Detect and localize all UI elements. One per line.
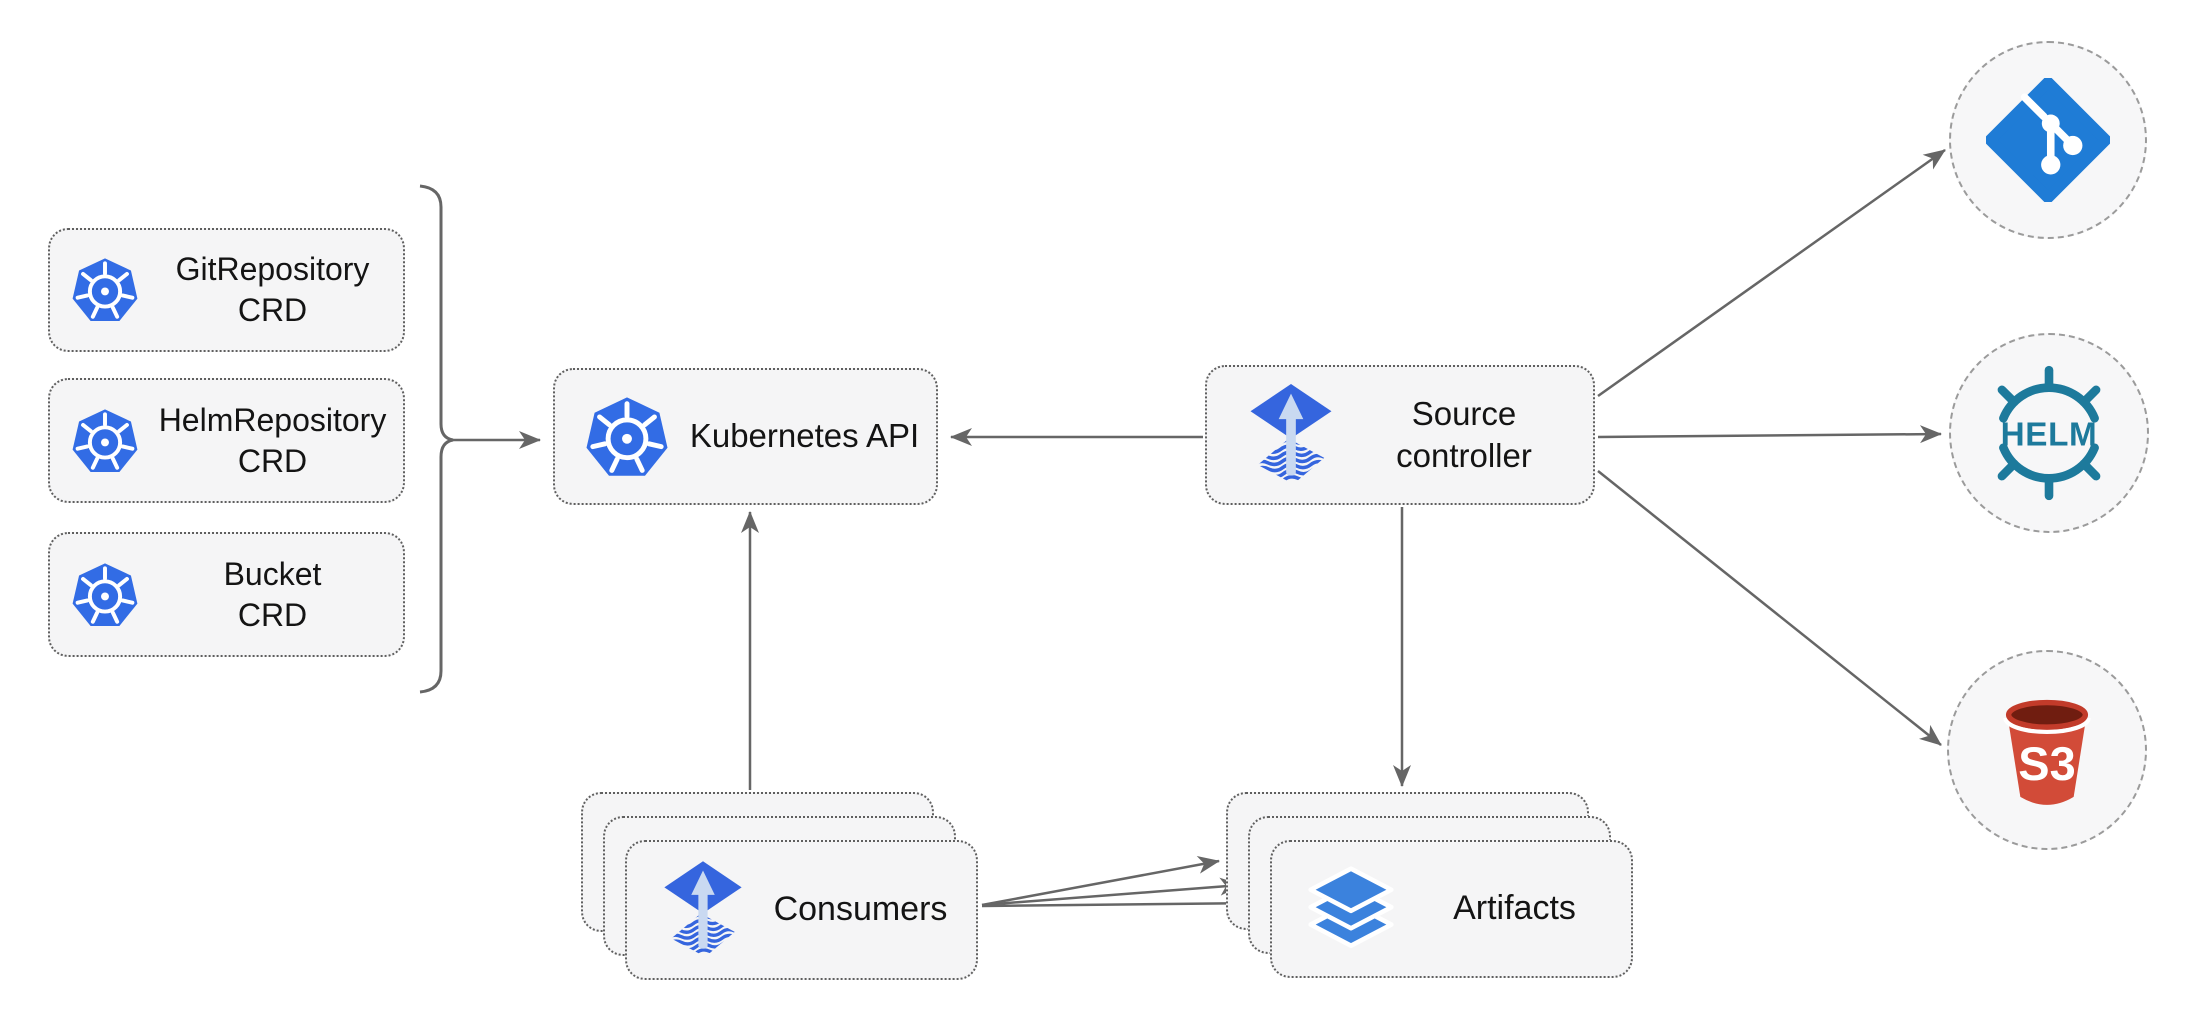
edge-consumers-to-artifacts-back [981, 855, 1220, 907]
crd-group-brace [419, 184, 454, 694]
kubernetes-icon [72, 258, 138, 321]
node-label: Artifacts [1453, 889, 1576, 928]
node-label: HelmRepository CRD [158, 401, 387, 479]
kubernetes-icon [72, 408, 138, 472]
node-label: Bucket CRD [223, 555, 322, 633]
node-git-endpoint [1949, 41, 2147, 239]
node-artifacts: Artifacts [1270, 840, 1633, 978]
flux-icon [664, 861, 742, 958]
node-kubernetes-api: Kubernetes API [553, 368, 938, 505]
edge-source-controller-to-s3 [1597, 470, 1942, 746]
edge-consumers-to-artifacts-front [981, 894, 1263, 913]
kubernetes-icon [586, 396, 668, 476]
helm-icon: HELM [1997, 365, 2101, 501]
edge-source-controller-to-git [1597, 148, 1946, 398]
flux-icon [1250, 383, 1332, 485]
stacked-layers-icon [1308, 866, 1394, 948]
node-label: GitRepository CRD [175, 251, 370, 328]
node-git-repository-crd: GitRepository CRD [48, 228, 405, 352]
edge-source-controller-to-helm [1597, 425, 1942, 444]
node-helm-endpoint: HELM [1949, 333, 2149, 533]
s3-bucket-icon: S3 [2003, 699, 2091, 805]
node-consumers: Consumers [625, 840, 978, 980]
git-icon [1986, 78, 2110, 202]
node-s3-endpoint: S3 [1947, 650, 2147, 850]
node-label: Consumers [773, 890, 948, 929]
node-bucket-crd: Bucket CRD [48, 532, 405, 657]
s3-logo-text: S3 [2018, 738, 2075, 790]
node-helm-repository-crd: HelmRepository CRD [48, 378, 405, 503]
helm-logo-text: HELM [2001, 416, 2098, 453]
kubernetes-icon [72, 562, 138, 626]
node-label: Source controller [1396, 394, 1532, 474]
edge-consumers-to-artifacts-middle [981, 877, 1242, 907]
node-label: Kubernetes API [689, 417, 920, 455]
node-source-controller: Source controller [1205, 365, 1595, 505]
